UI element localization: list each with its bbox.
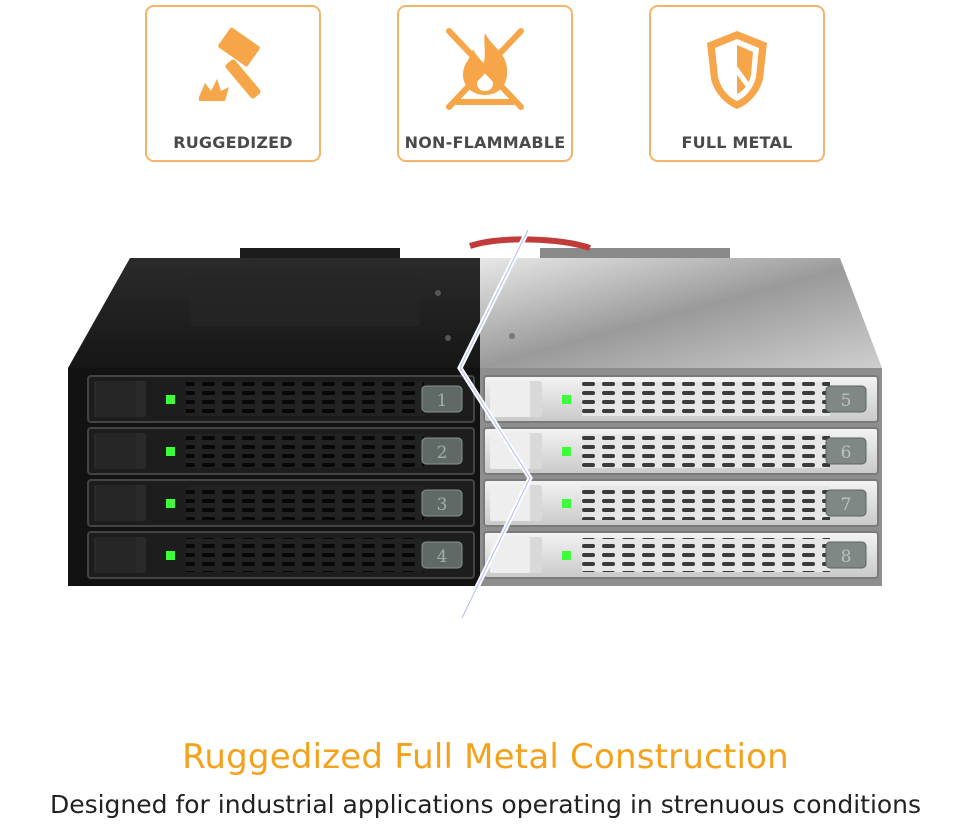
status-led xyxy=(562,551,571,560)
feature-badge-non-flammable: NON-FLAMMABLE xyxy=(397,5,573,162)
bay-number: 2 xyxy=(437,443,448,463)
no-fire-icon xyxy=(446,28,524,110)
shield-icon xyxy=(707,31,767,109)
bay-number: 1 xyxy=(437,391,448,411)
hammer-icon xyxy=(199,27,261,101)
bay-number: 8 xyxy=(841,547,852,567)
bay-number: 6 xyxy=(841,443,852,463)
status-led xyxy=(166,395,175,404)
tray-release-button[interactable] xyxy=(825,437,867,465)
drive-enclosure-image: 1 2 3 4 5 6 7 8 xyxy=(68,228,882,620)
badge-label: NON-FLAMMABLE xyxy=(404,133,566,152)
bay-number: 3 xyxy=(437,495,448,515)
drive-tray[interactable]: 7 xyxy=(483,479,879,527)
status-led xyxy=(166,499,175,508)
drive-tray[interactable]: 8 xyxy=(483,531,879,579)
subline: Designed for industrial applications ope… xyxy=(49,790,922,819)
status-led xyxy=(166,447,175,456)
status-led xyxy=(166,551,175,560)
badge-label: RUGGEDIZED xyxy=(173,133,293,152)
drive-tray[interactable]: 4 xyxy=(87,531,475,579)
feature-badge-full-metal: FULL METAL xyxy=(649,5,825,162)
status-led xyxy=(562,499,571,508)
drive-tray[interactable]: 1 xyxy=(87,375,475,423)
headline: Ruggedized Full Metal Construction xyxy=(182,737,789,777)
status-led xyxy=(562,395,571,404)
badge-label: FULL METAL xyxy=(681,133,793,152)
drive-tray[interactable]: 6 xyxy=(483,427,879,475)
tray-release-button[interactable] xyxy=(421,437,463,465)
drive-tray[interactable]: 2 xyxy=(87,427,475,475)
bay-number: 5 xyxy=(841,391,852,411)
drive-tray[interactable]: 3 xyxy=(87,479,475,527)
tray-release-button[interactable] xyxy=(825,385,867,413)
bay-number: 4 xyxy=(437,547,448,567)
tray-release-button[interactable] xyxy=(421,385,463,413)
feature-badge-ruggedized: RUGGEDIZED xyxy=(145,5,321,162)
tray-release-button[interactable] xyxy=(825,541,867,569)
status-led xyxy=(562,447,571,456)
tray-release-button[interactable] xyxy=(421,541,463,569)
tray-release-button[interactable] xyxy=(825,489,867,517)
bay-number: 7 xyxy=(841,495,852,515)
drive-tray[interactable]: 5 xyxy=(483,375,879,423)
tray-release-button[interactable] xyxy=(421,489,463,517)
